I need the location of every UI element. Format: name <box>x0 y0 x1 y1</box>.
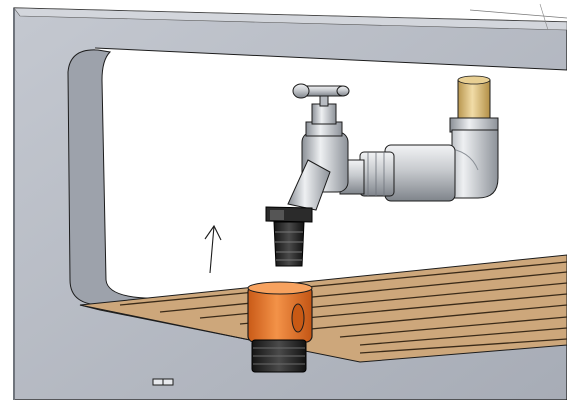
vent-slot-icon <box>152 378 174 386</box>
pipe-union <box>339 144 456 202</box>
faucet-body <box>287 83 350 211</box>
wooden-shelf <box>79 254 567 363</box>
brass-fitting <box>449 75 499 133</box>
hose-nozzle <box>265 206 313 267</box>
up-arrow-icon <box>204 224 222 274</box>
hose-connector <box>247 281 313 373</box>
